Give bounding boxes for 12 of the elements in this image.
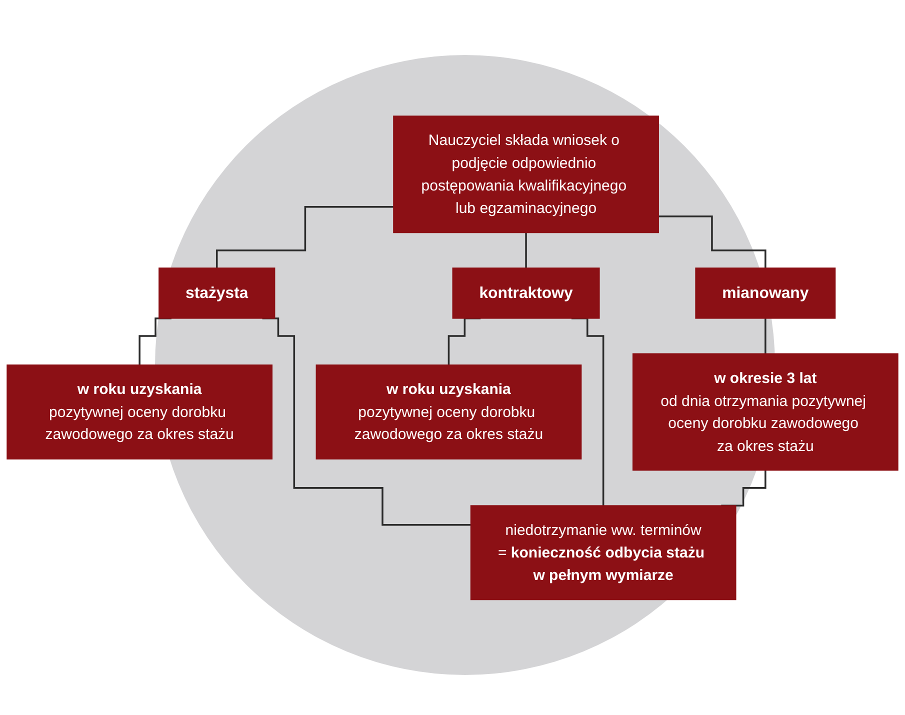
connector xyxy=(764,317,766,354)
connector xyxy=(658,215,766,268)
node-box: mianowany xyxy=(695,267,836,318)
connector xyxy=(216,206,394,268)
node-box: Nauczyciel składa wniosek o podjęcie odpowiednio postępowania kwalifikacyjnego lub egzaminacyjnego xyxy=(393,115,659,233)
connector xyxy=(525,231,527,268)
node-box: w roku uzyskania pozytywnej oceny dorobku zawodowego za okres stażu xyxy=(316,364,582,460)
node-box: w okresie 3 lat od dnia otrzymania pozytywnej oceny dorobku zawodowego za okres stażu xyxy=(632,352,898,470)
node-box: stażysta xyxy=(158,267,276,318)
node-box: niedotrzymanie ww. terminów = konieczność odbycia stażu w pełnym wymiarze xyxy=(470,504,736,600)
node-box: kontraktowy xyxy=(452,267,600,318)
node-box: w roku uzyskania pozytywnej oceny dorobku zawodowego za okres stażu xyxy=(6,364,273,460)
